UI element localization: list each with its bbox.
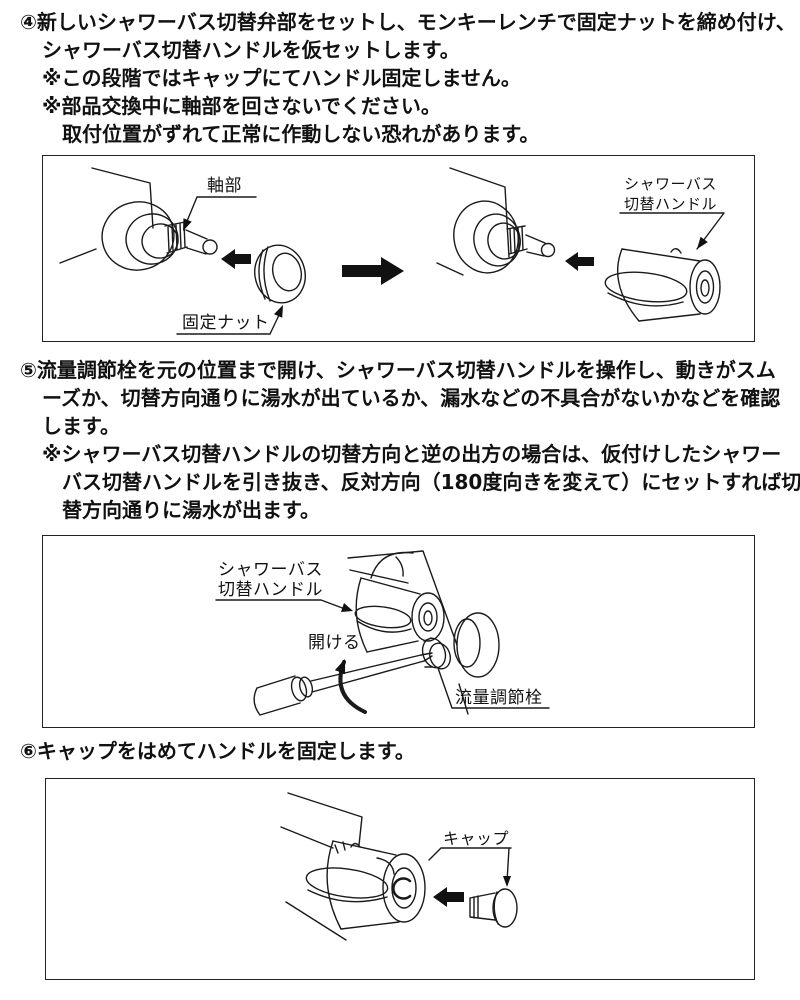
step-5-line: します。	[42, 414, 120, 438]
step-6-instructions: ⑥キャップをはめてハンドルを固定します。	[0, 737, 800, 765]
step-5-line: ⑤流量調節栓を元の位置まで開け、シャワーバス切替ハンドルを操作し、動きがスム	[20, 358, 776, 382]
wall-edge	[58, 247, 97, 264]
step-4-instructions: ④新しいシャワーバス切替弁部をセットし、モンキーレンチで固定ナットを締め付け、 …	[0, 8, 800, 148]
shaft-leader-arrowhead	[182, 217, 192, 231]
label-diverter-handle: シャワーバス 切替ハンドル	[624, 174, 717, 214]
figure-flow-valve-check	[42, 535, 755, 728]
wall-edge	[346, 549, 458, 646]
screw-slot	[391, 876, 411, 900]
label-diverter-handle-2: シャワーバス 切替ハンドル	[218, 560, 323, 600]
screwdriver-shaft	[309, 653, 425, 693]
handle-lever	[305, 866, 388, 899]
cap-leader-arrowhead	[502, 875, 511, 887]
handle-leader-line	[618, 211, 725, 250]
step-5-instructions: ⑤流量調節栓を元の位置まで開け、シャワーバス切替ハンドルを操作し、動きがスム ー…	[0, 356, 800, 524]
step-5-note: ※シャワーバス切替ハンドルの切替方向と逆の出方の場合は、仮付けしたシャワー	[42, 442, 782, 466]
screwdriver-grip	[252, 674, 301, 716]
left-arrow-icon	[564, 251, 594, 271]
handle-body	[355, 576, 368, 653]
step-4-line: シャワーバス切替ハンドルを仮セットします。	[42, 38, 460, 62]
step-5-line: ーズか、切替方向通りに湯水が出ているか、漏水などの不具合がないかなどを確認	[42, 386, 781, 410]
nut-leader-line	[175, 311, 281, 335]
shaft-tip	[201, 238, 218, 255]
wall-flange	[455, 611, 500, 678]
handle-leader-line	[214, 598, 346, 610]
step-4-note: ※この段階ではキャップにてハンドル固定しません。	[42, 66, 521, 90]
label-diverter-handle-line2: 切替ハンドル	[624, 195, 718, 213]
handle-body	[325, 839, 342, 930]
wall-edge	[457, 682, 469, 715]
label-fixing-nut: 固定ナット	[182, 313, 270, 333]
handle-body	[616, 247, 640, 322]
figure-diverter-valve-installation	[42, 155, 755, 342]
figure-1-line-art	[58, 166, 725, 335]
figure-cap-installation	[45, 778, 755, 980]
label-shaft: 軸部	[207, 176, 242, 196]
right-arrow-icon	[341, 256, 404, 285]
figure-3-line-art	[279, 791, 518, 941]
label-flow-valve: 流量調節栓	[455, 688, 543, 708]
cap-head	[491, 887, 518, 928]
nut-leader-arrowhead	[273, 304, 283, 318]
flow-valve-leader-line	[436, 666, 550, 709]
step-4-note: ※部品交換中に軸部を回さないでください。	[42, 94, 441, 118]
wall-edge	[448, 166, 510, 258]
left-arrow-icon	[220, 248, 251, 269]
cap-leader-line	[427, 846, 512, 883]
wall-edge	[279, 825, 334, 849]
open-rotation-arrowhead	[334, 658, 345, 674]
step-5-note: バス切替ハンドルを引き抜き、反対方向（180度向きを変えて）にセットすれば切	[62, 470, 800, 494]
step-5-note: 替方向通りに湯水が出ます。	[62, 498, 320, 522]
label-diverter-handle-2-line2: 切替ハンドル	[218, 580, 323, 600]
handle-leader-arrowhead	[340, 602, 353, 612]
wall-edge	[286, 791, 363, 846]
handle-leader-arrowhead	[696, 236, 708, 249]
step-4-note: 取付位置がずれて正常に作動しない恐れがあります。	[62, 122, 540, 146]
wall-edge	[435, 261, 464, 276]
left-arrow-icon	[432, 886, 464, 907]
wall-edge	[284, 900, 347, 941]
handle-lever	[604, 271, 687, 302]
step-4-line: ④新しいシャワーバス切替弁部をセットし、モンキーレンチで固定ナットを締め付け、	[20, 10, 796, 34]
label-diverter-handle-2-line1: シャワーバス	[218, 560, 323, 580]
label-diverter-handle-line1: シャワーバス	[624, 175, 717, 193]
label-cap: キャップ	[443, 829, 510, 848]
fixing-nut	[253, 244, 306, 303]
figure-2-line-art	[214, 549, 550, 716]
wall-edge	[90, 166, 154, 229]
step-6-line: ⑥キャップをはめてハンドルを固定します。	[20, 739, 415, 763]
handle-lever	[354, 605, 411, 628]
label-open: 開ける	[308, 633, 361, 653]
shaft-leader-line	[183, 195, 257, 227]
